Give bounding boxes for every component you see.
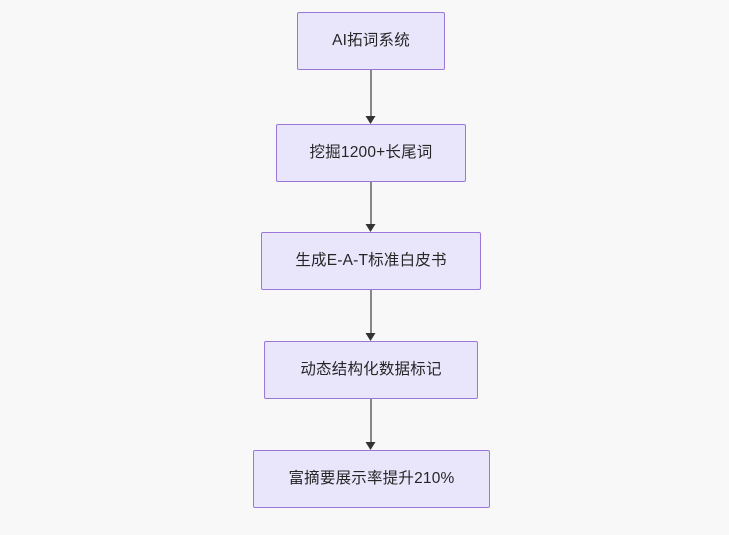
flowchart-node-dynamic-structured-data-markup[interactable]: 动态结构化数据标记 bbox=[264, 341, 478, 399]
arrowhead-icon bbox=[365, 442, 376, 450]
arrowhead-icon bbox=[365, 116, 376, 124]
connector-line bbox=[370, 70, 372, 116]
arrowhead-icon bbox=[365, 224, 376, 232]
node-label: 富摘要展示率提升210% bbox=[288, 469, 455, 487]
flowchart-node-generate-eat-whitepaper[interactable]: 生成E-A-T标准白皮书 bbox=[261, 232, 481, 290]
node-label: AI拓词系统 bbox=[332, 31, 410, 49]
flowchart-node-rich-snippet-impression-lift[interactable]: 富摘要展示率提升210% bbox=[253, 450, 490, 508]
connector-line bbox=[370, 290, 372, 333]
arrowhead-icon bbox=[365, 333, 376, 341]
node-label: 挖掘1200+长尾词 bbox=[309, 143, 433, 161]
node-label: 生成E-A-T标准白皮书 bbox=[295, 251, 447, 269]
connector-line bbox=[370, 182, 372, 224]
connector-line bbox=[370, 399, 372, 442]
node-label: 动态结构化数据标记 bbox=[300, 360, 442, 378]
flowchart-node-ai-keyword-system[interactable]: AI拓词系统 bbox=[297, 12, 445, 70]
flowchart-node-mine-longtail-keywords[interactable]: 挖掘1200+长尾词 bbox=[276, 124, 466, 182]
